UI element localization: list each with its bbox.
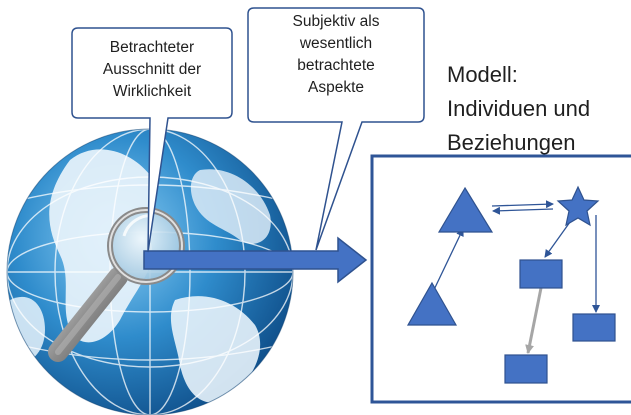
callout-right-line-4: Aspekte bbox=[307, 79, 364, 96]
model-title-line-1: Modell: bbox=[447, 62, 518, 87]
triangle-shape-large bbox=[437, 186, 494, 233]
rect-shape-right bbox=[572, 313, 616, 342]
callout-left-line-3: Wirklichkeit bbox=[112, 83, 192, 100]
callout-right-text: Subjektiv als wesentlich betrachtete Asp… bbox=[248, 11, 424, 99]
triangle-shape-small bbox=[406, 281, 458, 326]
callout-left-line-1: Betrachteter bbox=[109, 39, 195, 56]
callout-right-line-2: wesentlich bbox=[299, 35, 373, 52]
callout-left bbox=[71, 27, 233, 253]
model-title: Modell: Individuen und Beziehungen bbox=[447, 58, 590, 160]
callout-right bbox=[247, 7, 425, 251]
main-arrow bbox=[143, 236, 368, 284]
relation-rect-to-bottom-rect bbox=[525, 287, 543, 354]
model-title-line-2: Individuen und bbox=[447, 96, 591, 121]
relation-small-to-big-triangle bbox=[430, 228, 464, 297]
relation-star-to-triangle bbox=[492, 206, 554, 215]
relation-triangle-to-star bbox=[491, 200, 554, 209]
callout-right-line-1: Subjektiv als bbox=[292, 13, 380, 30]
model-box bbox=[370, 154, 631, 404]
model-relations bbox=[430, 200, 600, 313]
model-title-line-3: Beziehungen bbox=[447, 130, 576, 155]
model-shapes bbox=[406, 185, 616, 384]
star-shape bbox=[556, 185, 600, 227]
callout-right-line-3: betrachtete bbox=[297, 57, 375, 74]
rect-shape-bottom bbox=[504, 354, 548, 384]
relation-star-to-rect bbox=[544, 221, 571, 258]
callout-left-text: Betrachteter Ausschnitt der Wirklichkeit bbox=[72, 37, 232, 103]
rect-shape-middle bbox=[519, 259, 563, 289]
callout-left-line-2: Ausschnitt der bbox=[102, 61, 202, 78]
